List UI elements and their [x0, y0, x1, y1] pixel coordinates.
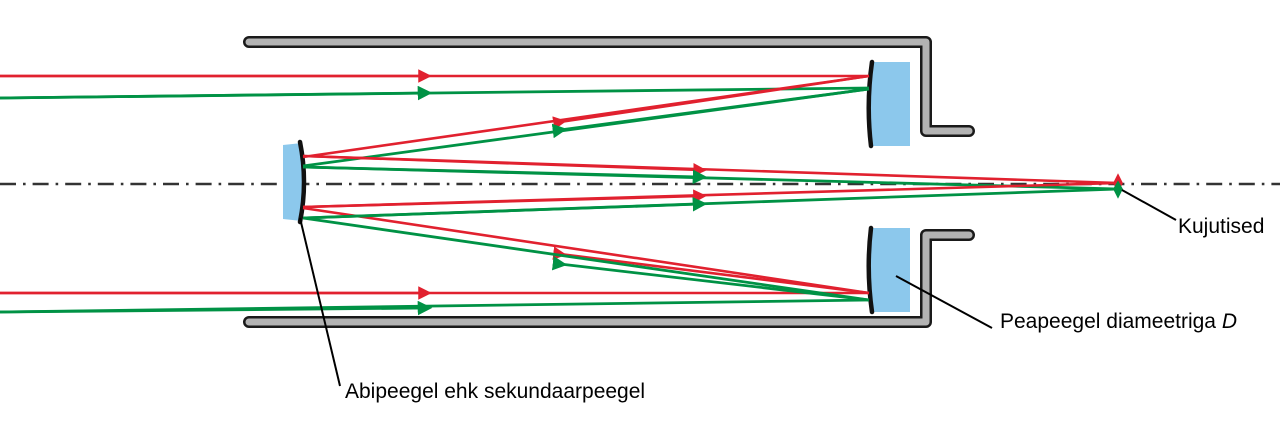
secondary-mirror-body [283, 143, 302, 221]
ray-converge-red-upper [302, 154, 1119, 185]
label-secondary-mirror: Abipeegel ehk sekundaarpeegel [345, 381, 645, 402]
primary-mirror-bottom-surface [866, 225, 875, 315]
leader-lines [299, 189, 1177, 387]
ray-return-red-lower [302, 206, 870, 295]
ray-converge-red-lower [302, 181, 1119, 209]
label-primary-mirror: Peapeegel diameetriga D [1000, 311, 1237, 332]
primary-mirror-bottom-body [871, 228, 910, 312]
primary-mirror-top-surface [866, 59, 875, 149]
ray-incoming-green-upper [0, 86, 870, 100]
label-primary-mirror-text: Peapeegel diameetriga [1000, 310, 1216, 333]
ray-return-green-lower-arrow [551, 255, 870, 302]
secondary-mirror [283, 139, 307, 225]
primary-to-secondary-rays [302, 74, 870, 302]
label-images-text: Kujutised [1178, 215, 1265, 238]
incoming-rays [0, 69, 870, 316]
ray-return-green-upper [302, 87, 870, 168]
label-images: Kujutised [1178, 216, 1264, 237]
tube-wall-top-outline [243, 36, 975, 137]
tube-wall-bottom-fill [245, 231, 973, 326]
secondary-to-focus-rays [302, 154, 1119, 220]
primary-mirror-leader [895, 275, 993, 329]
label-primary-mirror-symbol: D [1221, 310, 1238, 333]
ray-incoming-green-lower [0, 298, 870, 314]
tube-wall-top-fill [245, 38, 973, 135]
image-focus-points [1113, 173, 1123, 199]
images-leader [1121, 189, 1177, 221]
ray-return-red-upper [302, 74, 870, 159]
label-secondary-mirror-text: Abipeegel ehk sekundaarpeegel [345, 380, 646, 403]
primary-mirror-top-body [871, 62, 910, 146]
secondary-mirror-leader [299, 217, 341, 387]
telescope-tube [243, 36, 975, 328]
ray-converge-green-upper [302, 165, 1119, 191]
secondary-mirror-surface [297, 139, 307, 225]
ray-return-green-lower [302, 216, 870, 302]
image-point-green [1113, 180, 1123, 199]
ray-converge-green-lower [302, 187, 1119, 220]
primary-mirror [866, 59, 910, 315]
